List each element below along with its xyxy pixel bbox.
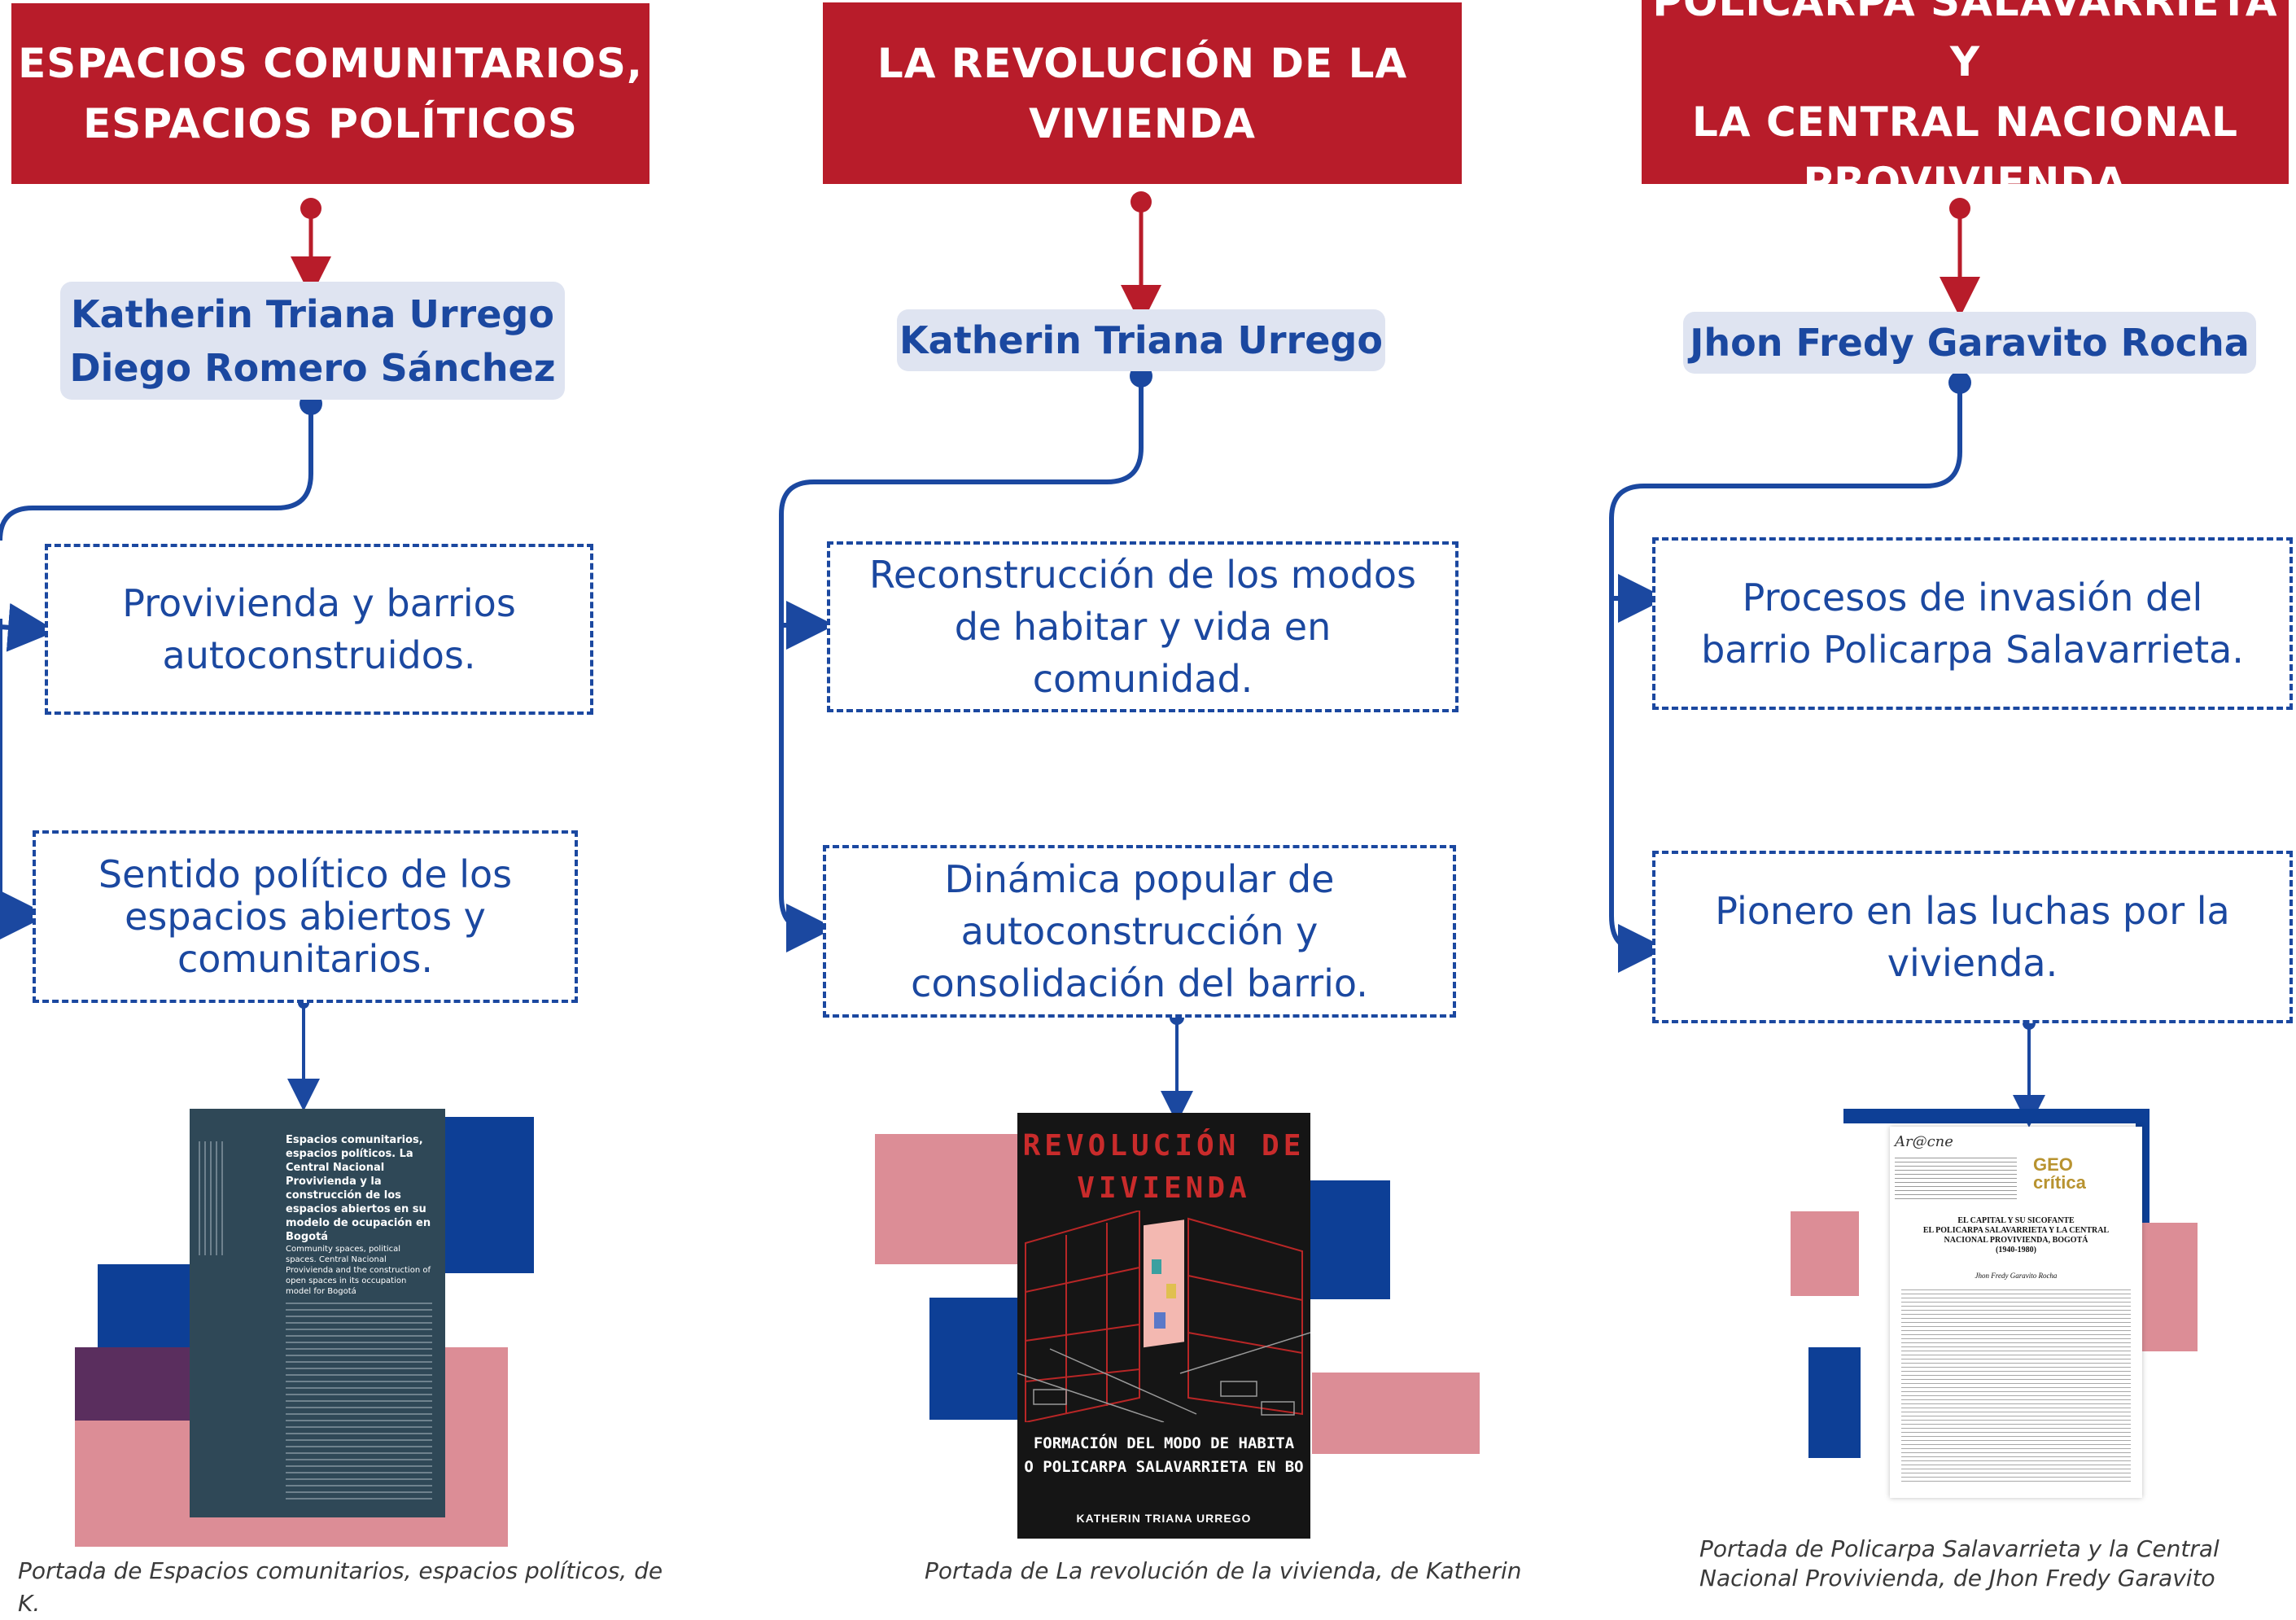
cover-2-subtitle-line2: O POLICARPA SALAVARRIETA EN BO [1024,1458,1304,1476]
cover-2-illustration [1017,1211,1310,1422]
cover-la-revolucion-de-la-vivienda: REVOLUCIÓN DE VIVIENDA FORMACIÓN DEL MOD… [1017,1113,1310,1539]
cover-2-author: KATHERIN TRIANA URREGO [1076,1512,1252,1525]
topic-to-cover-arrow-1 [287,997,320,1111]
cover-3-logo: GEO crítica [2033,1154,2086,1193]
title-to-author-arrow-3 [1940,198,1980,317]
title-to-author-arrow-1 [291,198,331,297]
deco-pink-rect [2137,1223,2198,1351]
cover-3-author: Jhon Fredy Garavito Rocha [1975,1272,2058,1280]
deco-pink-rect [1791,1211,1859,1296]
cover-policarpa-salavarrieta: Ar@cne GEO crítica EL CAPITAL Y SU SICOF… [1890,1127,2142,1498]
cover-3-title: EL CAPITAL Y SU SICOFANTE EL POLICARPA S… [1922,1216,2110,1254]
cover-1-body-text [286,1298,432,1501]
column-1-title: ESPACIOS COMUNITARIOS, ESPACIOS POLÍTICO… [11,3,649,184]
deco-blue-rect [929,1298,1019,1420]
cover-espacios-comunitarios: Espacios comunitarios, espacios político… [190,1109,445,1517]
column-3-topic-1: Procesos de invasión del barrio Policarp… [1652,537,2293,710]
cover-2-title-line1: REVOLUCIÓN DE [1022,1129,1305,1162]
column-1-caption: Portada de Espacios comunitarios, espaci… [18,1557,663,1617]
cover-2-title-line2: VIVIENDA [1077,1171,1251,1205]
column-3-author: Jhon Fredy Garavito Rocha [1683,312,2256,374]
column-1-topic-2: Sentido político de los espacios abierto… [33,830,578,1003]
cover-3-journal: Ar@cne [1895,1133,1953,1150]
column-3-caption: Portada de Policarpa Salavarrieta y la C… [1699,1535,2219,1592]
cover-3-header-text [1895,1154,2017,1200]
column-3-title: POLICARPA SALAVARRIETA Y LA CENTRAL NACI… [1642,0,2289,206]
column-2-author: Katherin Triana Urrego [897,309,1385,371]
column-1-author: Katherin Triana Urrego Diego Romero Sánc… [60,282,565,400]
column-2-caption: Portada de La revolución de la vivienda,… [925,1557,1522,1584]
deco-blue-rect [1309,1180,1390,1299]
deco-blue-rect [444,1117,534,1273]
cover-1-title: Espacios comunitarios, espacios político… [286,1134,431,1243]
cover-1-side-text [195,1141,227,1255]
column-3-topic-2: Pionero en las luchas por la vivienda. [1652,851,2293,1023]
cover-1-subtitle: Community spaces, political spaces. Cent… [286,1245,431,1296]
cover-2-subtitle-line1: FORMACIÓN DEL MODO DE HABITA [1033,1434,1295,1452]
deco-pink-rect [1312,1373,1480,1454]
title-to-author-arrow-2 [1121,191,1161,326]
deco-blue-rect [1843,1109,2149,1123]
topic-to-cover-arrow-2 [1161,1010,1193,1123]
column-2-title: LA REVOLUCIÓN DE LA VIVIENDA [823,2,1462,184]
column-2-topic-1: Reconstrucción de los modos de habitar y… [827,541,1459,712]
cover-3-body-text [1901,1286,2131,1482]
column-2-topic-2: Dinámica popular de autoconstrucción y c… [823,845,1456,1018]
column-1-topic-1: Provivienda y barrios autoconstruidos. [45,544,593,715]
deco-blue-rect [1808,1347,1861,1458]
deco-pink-rect [875,1134,1038,1264]
topic-to-cover-arrow-3 [2013,1017,2045,1127]
deco-overlap-rect [75,1347,190,1421]
author-to-topics-connector-3 [1609,371,1971,973]
